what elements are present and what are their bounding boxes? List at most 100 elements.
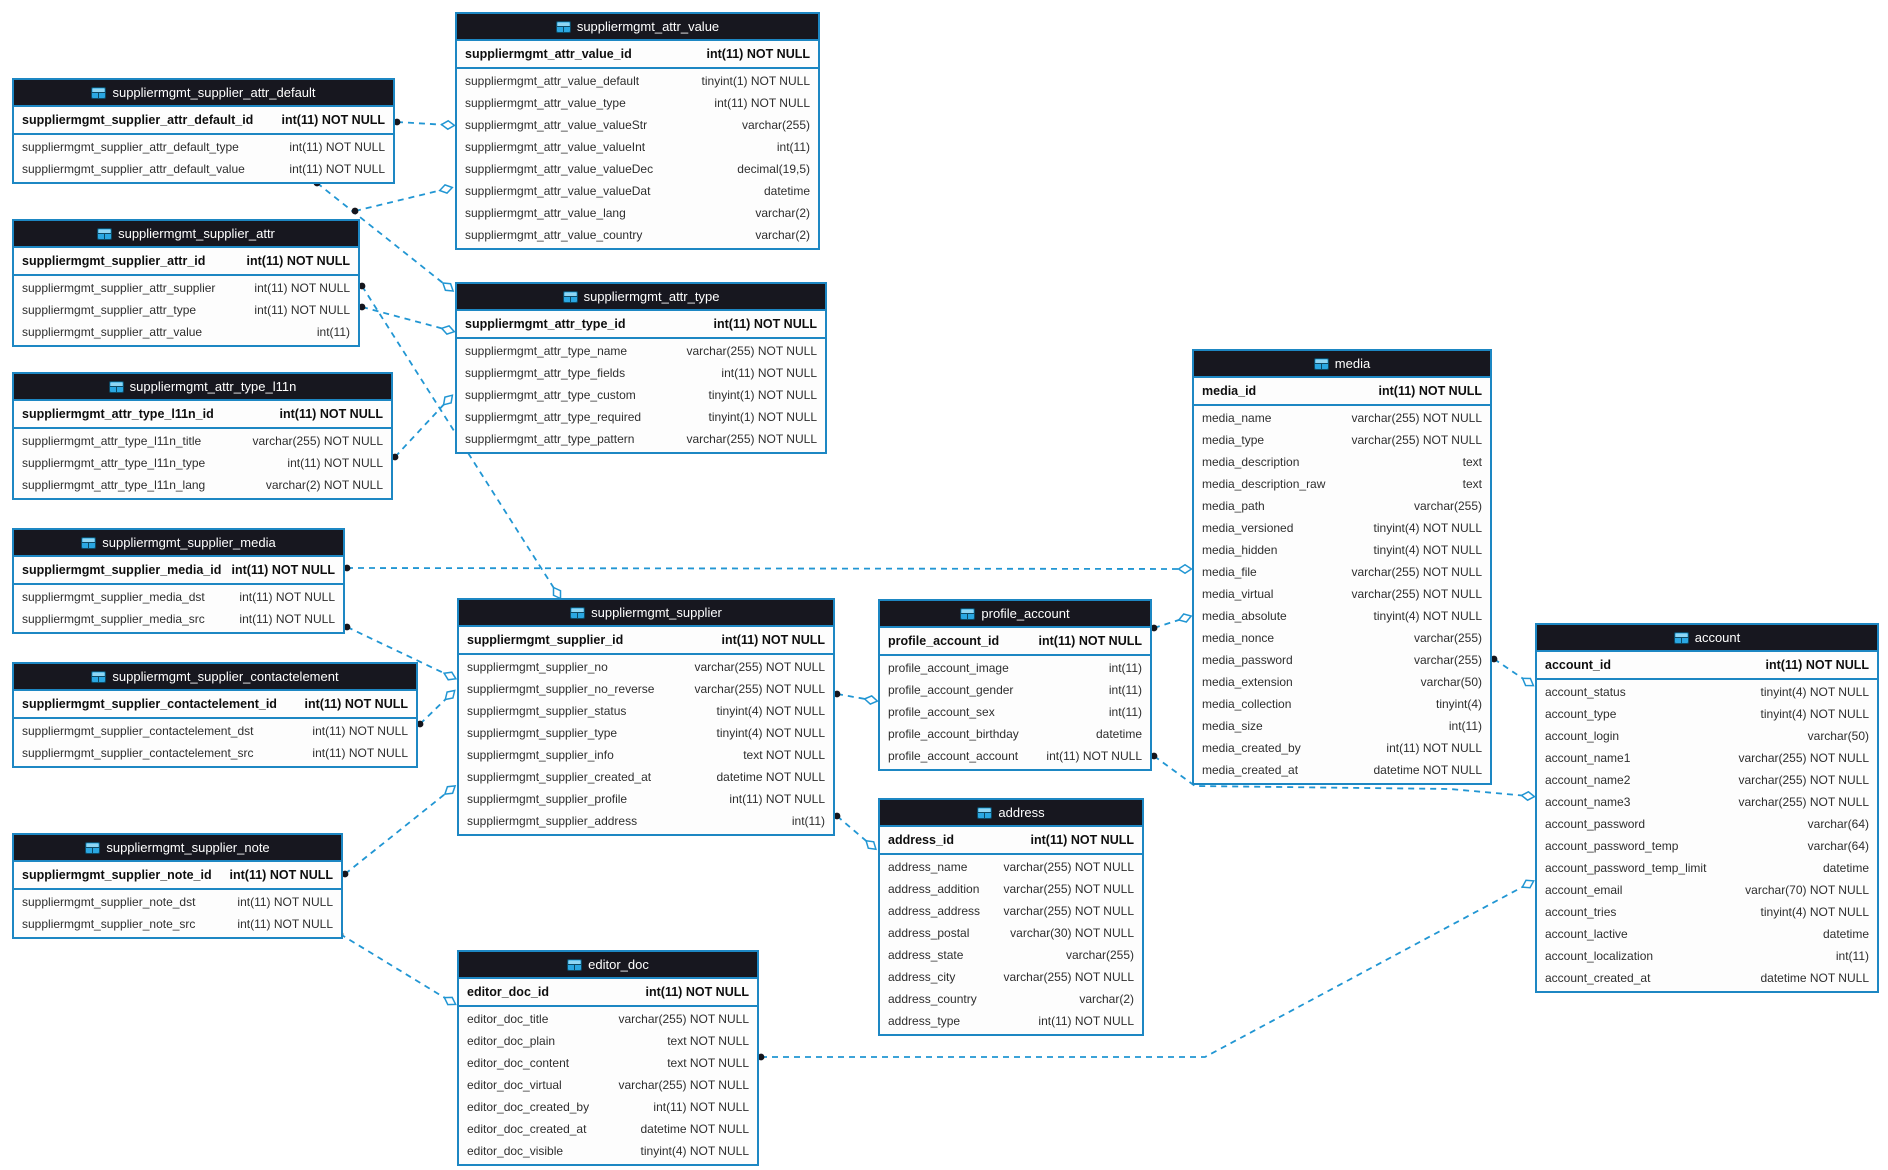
table-header[interactable]: media xyxy=(1194,351,1490,378)
db-table-suppliermgmt_attr_type[interactable]: suppliermgmt_attr_type suppliermgmt_attr_… xyxy=(455,282,827,454)
table-header[interactable]: profile_account xyxy=(880,601,1150,628)
relationship-connector[interactable] xyxy=(343,563,1193,575)
table-header[interactable]: suppliermgmt_supplier_contactelement xyxy=(14,664,416,691)
relationship-connector[interactable] xyxy=(757,879,1535,1061)
relationship-connector[interactable] xyxy=(336,930,457,1006)
table-header[interactable]: suppliermgmt_supplier_media xyxy=(14,530,343,557)
db-table-suppliermgmt_attr_type_l11n[interactable]: suppliermgmt_attr_type_l11n suppliermgmt_… xyxy=(12,372,393,500)
table-header[interactable]: suppliermgmt_supplier_attr xyxy=(14,221,358,248)
table-header[interactable]: editor_doc xyxy=(459,952,757,979)
relationship-connector[interactable] xyxy=(833,812,877,851)
relationship-connector[interactable] xyxy=(343,623,458,681)
table-header[interactable]: suppliermgmt_attr_type xyxy=(457,284,825,311)
table-row[interactable]: suppliermgmt_supplier_contactelement_src… xyxy=(14,742,416,764)
relationship-connector[interactable] xyxy=(833,690,879,705)
table-header[interactable]: suppliermgmt_attr_value xyxy=(457,14,818,41)
table-header[interactable]: suppliermgmt_attr_type_l11n xyxy=(14,374,391,401)
table-header[interactable]: suppliermgmt_supplier_attr_default xyxy=(14,80,393,107)
relationship-connector[interactable] xyxy=(391,394,454,461)
table-header[interactable]: suppliermgmt_supplier xyxy=(459,600,833,627)
relationship-connector[interactable] xyxy=(358,303,456,335)
table-header[interactable]: suppliermgmt_supplier_note xyxy=(14,835,341,862)
relationship-connector[interactable] xyxy=(393,118,456,131)
relationship-connector[interactable] xyxy=(1150,613,1193,632)
